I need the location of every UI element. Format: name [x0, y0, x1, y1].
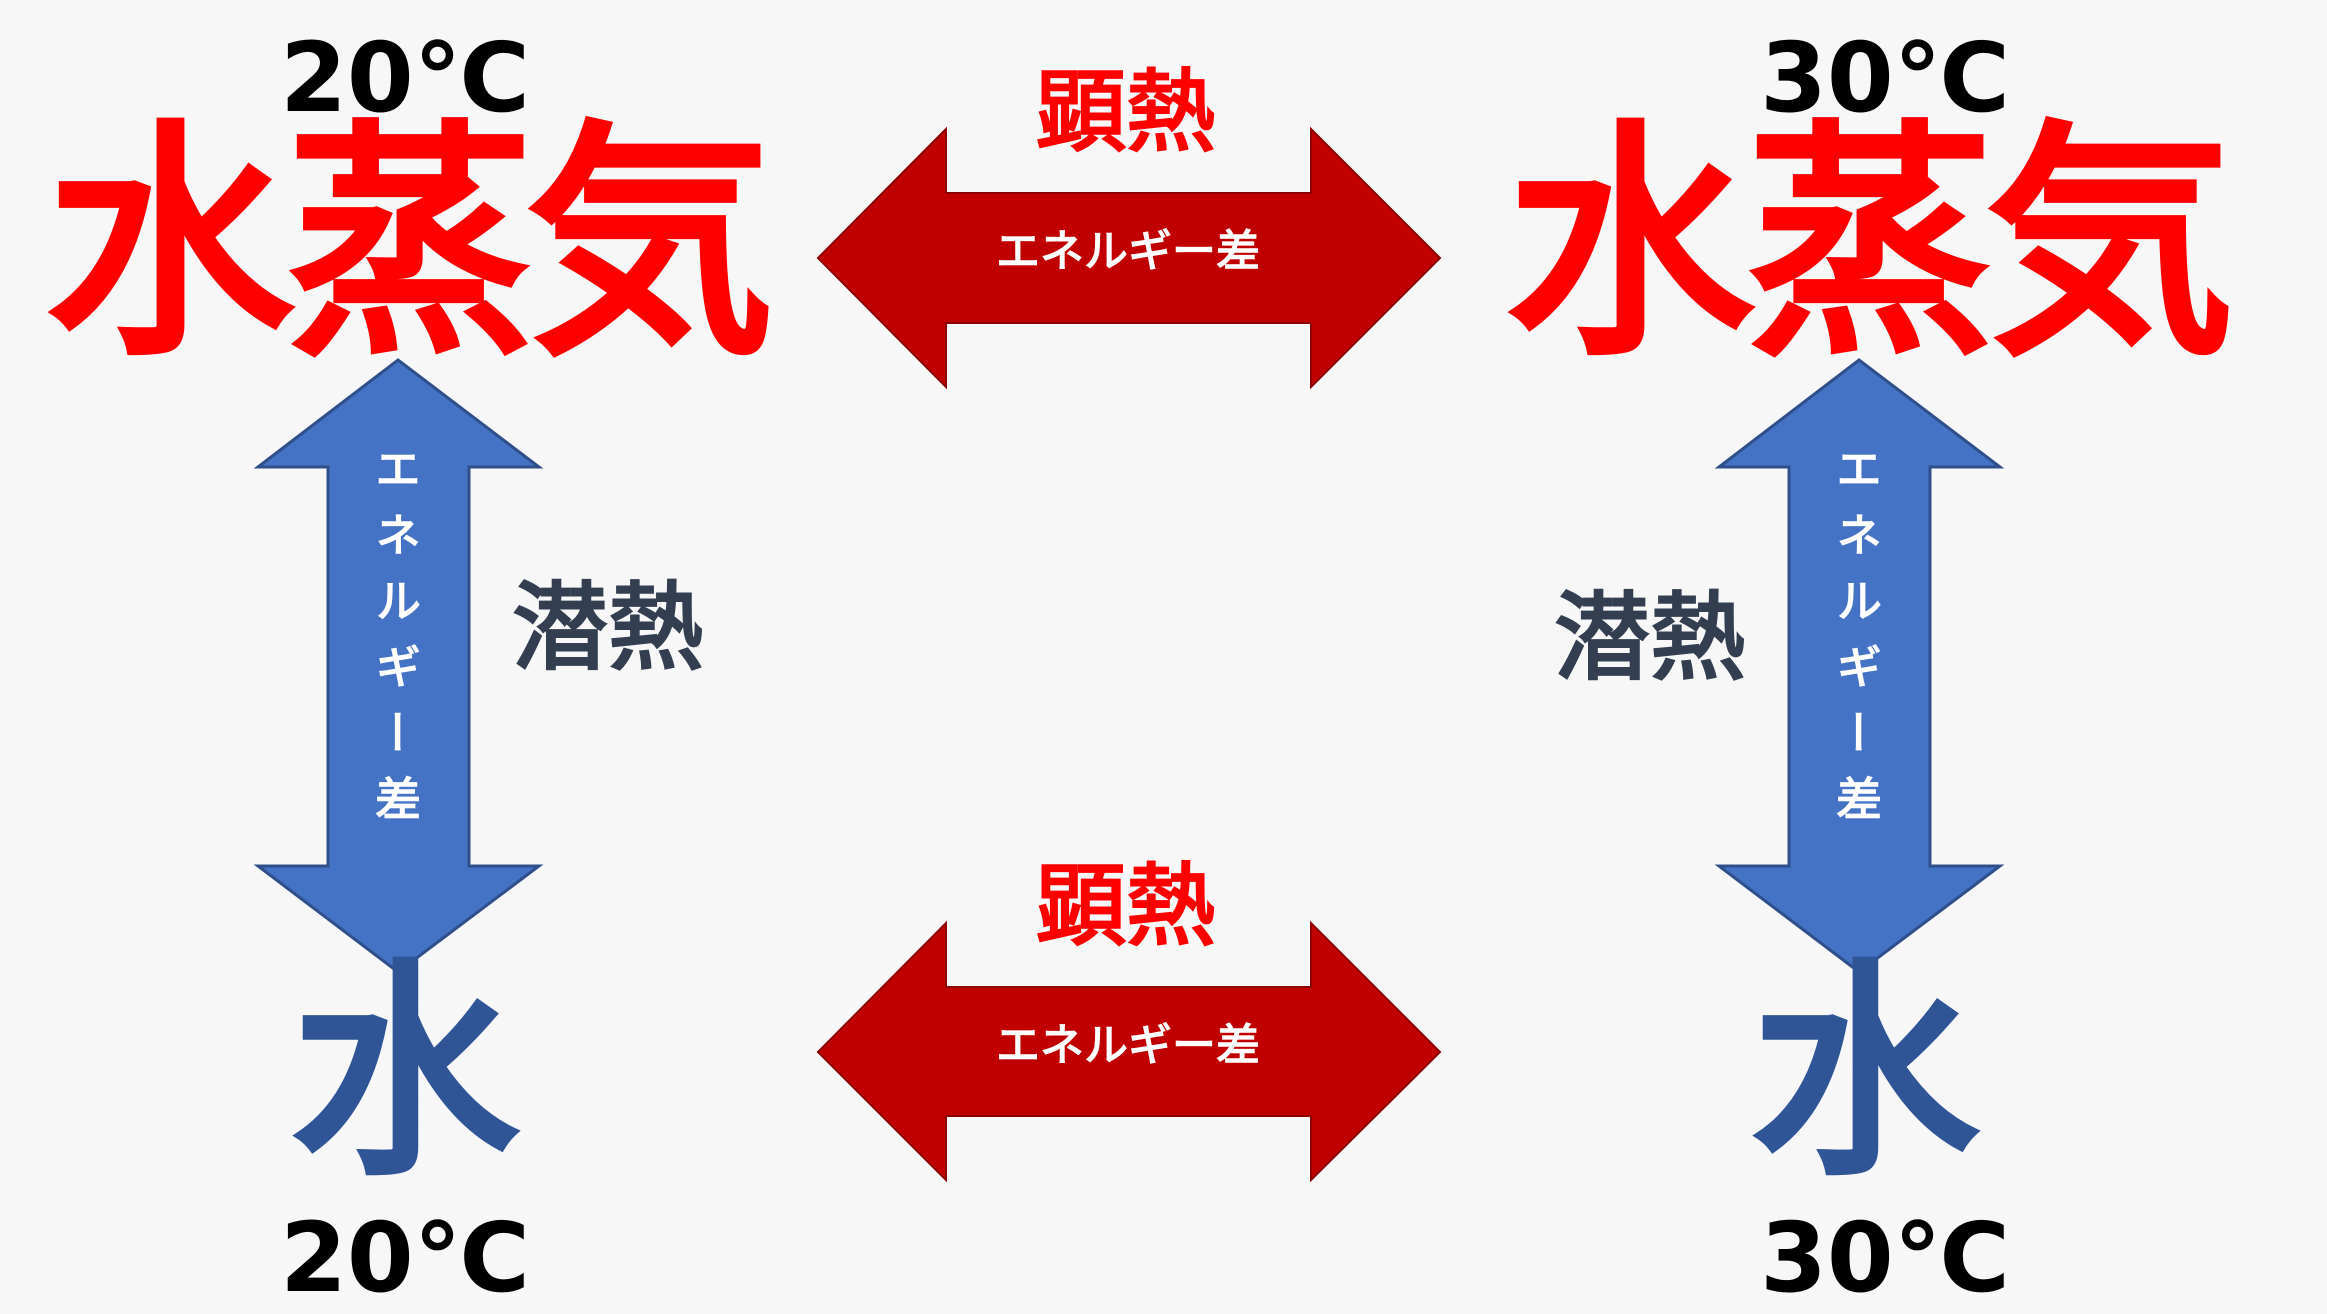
right-vertical-arrow-shape — [1714, 358, 2005, 974]
left-energy-difference-label: エネルギー差 — [368, 445, 422, 841]
right-water-temperature: 30℃ — [1760, 1202, 2010, 1314]
right-energy-difference-label: エネルギー差 — [1829, 445, 1883, 841]
top-double-arrow-shape — [816, 126, 1442, 390]
left-vapor-temperature: 20℃ — [280, 22, 530, 134]
left-water-label: 水 — [289, 941, 520, 1208]
bottom-sensible-heat-label: 顕熱 — [1036, 854, 1216, 959]
right-water-label: 水 — [1749, 941, 1980, 1208]
right-latent-heat-label: 潜熱 — [1554, 582, 1746, 694]
top-sensible-heat-label: 顕熱 — [1036, 60, 1216, 165]
bottom-double-arrow-shape — [816, 920, 1442, 1183]
right-vapor-label: 水蒸気 — [1505, 99, 2235, 390]
top-energy-difference-label: エネルギー差 — [996, 226, 1260, 277]
left-latent-heat-label: 潜熱 — [512, 572, 704, 684]
left-vertical-arrow-shape — [253, 358, 544, 974]
bottom-energy-difference-label: エネルギー差 — [996, 1020, 1260, 1071]
left-vapor-label: 水蒸気 — [45, 99, 775, 390]
right-vapor-temperature: 30℃ — [1760, 22, 2010, 134]
left-water-temperature: 20℃ — [280, 1202, 530, 1314]
